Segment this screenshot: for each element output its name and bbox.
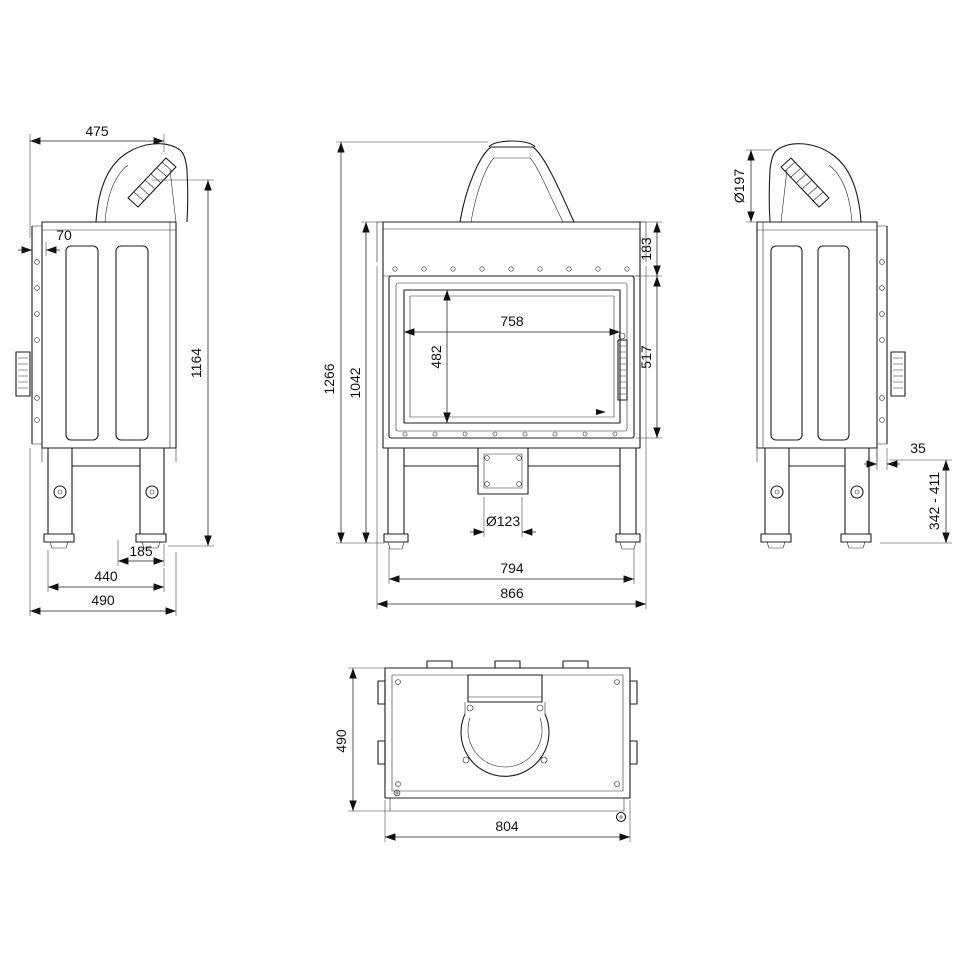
leg (764, 447, 790, 535)
mounting-tab (562, 660, 589, 669)
flue-collar (460, 713, 550, 777)
side-panel (115, 245, 149, 441)
mounting-tab (426, 660, 453, 669)
foot (43, 533, 75, 543)
front-outlet-diameter-dim: Ø123 (486, 513, 520, 529)
left-rear-offset-dim: 70 (56, 227, 72, 243)
foot (135, 533, 167, 543)
right-view-dimensions: Ø197 35 342 - 411 (731, 149, 952, 544)
door-latch (890, 351, 906, 397)
front-top-panel-dim: 183 (638, 237, 654, 261)
top-depth-dim: 490 (333, 729, 349, 753)
damper-plate (127, 157, 177, 208)
mounting-tab (494, 660, 521, 669)
flue-box (467, 674, 543, 703)
front-total-width-dim: 866 (500, 585, 524, 601)
top-view-geometry (377, 660, 638, 823)
left-view-dimensions: 475 70 1164 185 440 490 (18, 123, 214, 616)
front-body-width-dim: 794 (500, 560, 524, 576)
front-view: 1266 1042 183 517 758 482 Ø123 (321, 140, 662, 609)
left-base-depth-dim: 440 (94, 568, 118, 584)
right-flue-diameter-dim: Ø197 (731, 169, 747, 203)
leg (387, 447, 405, 535)
damper-plate (780, 157, 830, 208)
side-panel (817, 245, 850, 441)
front-total-height-dim: 1266 (321, 363, 337, 394)
door-latch (15, 351, 31, 397)
door-frame (388, 275, 635, 439)
leg (139, 447, 165, 535)
foot (383, 533, 409, 543)
leg (844, 447, 870, 535)
outlet-box (477, 447, 529, 495)
front-glass-height-dim: 482 (428, 345, 444, 369)
left-total-depth-dim: 490 (91, 592, 115, 608)
foot (615, 533, 641, 543)
leg (47, 447, 73, 535)
bolt (615, 811, 627, 823)
front-glass-width-dim: 758 (500, 313, 524, 329)
front-view-geometry (376, 140, 647, 550)
door-handle (617, 339, 628, 401)
leg (619, 447, 637, 535)
left-side-view: 475 70 1164 185 440 490 (15, 123, 214, 616)
left-depth-with-flue-dim: 475 (85, 123, 109, 139)
glass (403, 289, 621, 424)
top-width-dim: 804 (495, 818, 519, 834)
foot (840, 533, 872, 543)
left-view-geometry (15, 143, 189, 549)
left-leg-spacing-dim: 185 (129, 543, 153, 559)
left-height-dim: 1164 (188, 348, 204, 378)
top-view-dimensions: 490 804 (333, 667, 631, 842)
front-view-dimensions: 1266 1042 183 517 758 482 Ø123 (321, 141, 662, 609)
hot-surface-arrow (596, 409, 606, 415)
foot (760, 533, 792, 543)
right-door-overhang-dim: 35 (910, 440, 926, 456)
front-body-height-dim: 1042 (347, 367, 363, 398)
right-side-view: Ø197 35 342 - 411 (731, 143, 952, 549)
right-view-geometry (756, 143, 906, 549)
side-panel (770, 245, 803, 441)
right-base-height-range-dim: 342 - 411 (926, 472, 942, 530)
top-view: 490 804 (333, 660, 638, 842)
side-panel (65, 245, 99, 441)
